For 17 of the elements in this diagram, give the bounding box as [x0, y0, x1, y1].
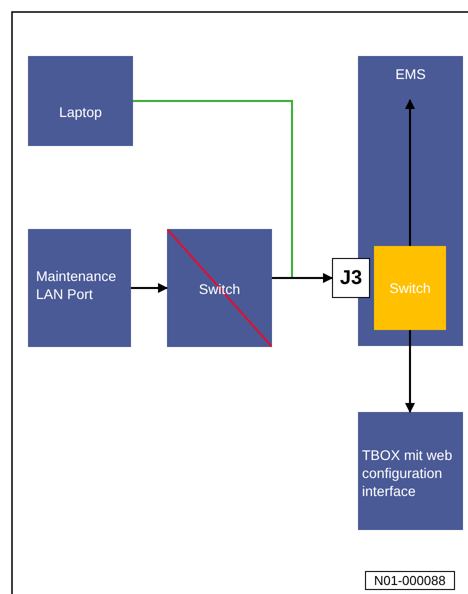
box-label: TBOX mit web configuration interface	[362, 446, 454, 500]
connector-label-box	[332, 258, 370, 298]
arrow	[272, 273, 333, 283]
box-label: EMS	[394, 66, 427, 82]
figure-number: N01-000088	[365, 571, 455, 590]
arrow	[405, 330, 415, 413]
box-label: Switch	[388, 280, 432, 296]
crossed-out-switch-box	[167, 229, 272, 347]
device-box	[358, 412, 463, 530]
arrow	[131, 283, 168, 293]
box-label: Laptop	[58, 104, 103, 120]
arrow	[405, 99, 415, 246]
box-label: Maintenance LAN Port	[36, 267, 118, 303]
port-box	[28, 229, 131, 347]
switch-box	[374, 246, 446, 330]
connector-label: J3	[338, 267, 364, 290]
device-box	[28, 56, 133, 146]
